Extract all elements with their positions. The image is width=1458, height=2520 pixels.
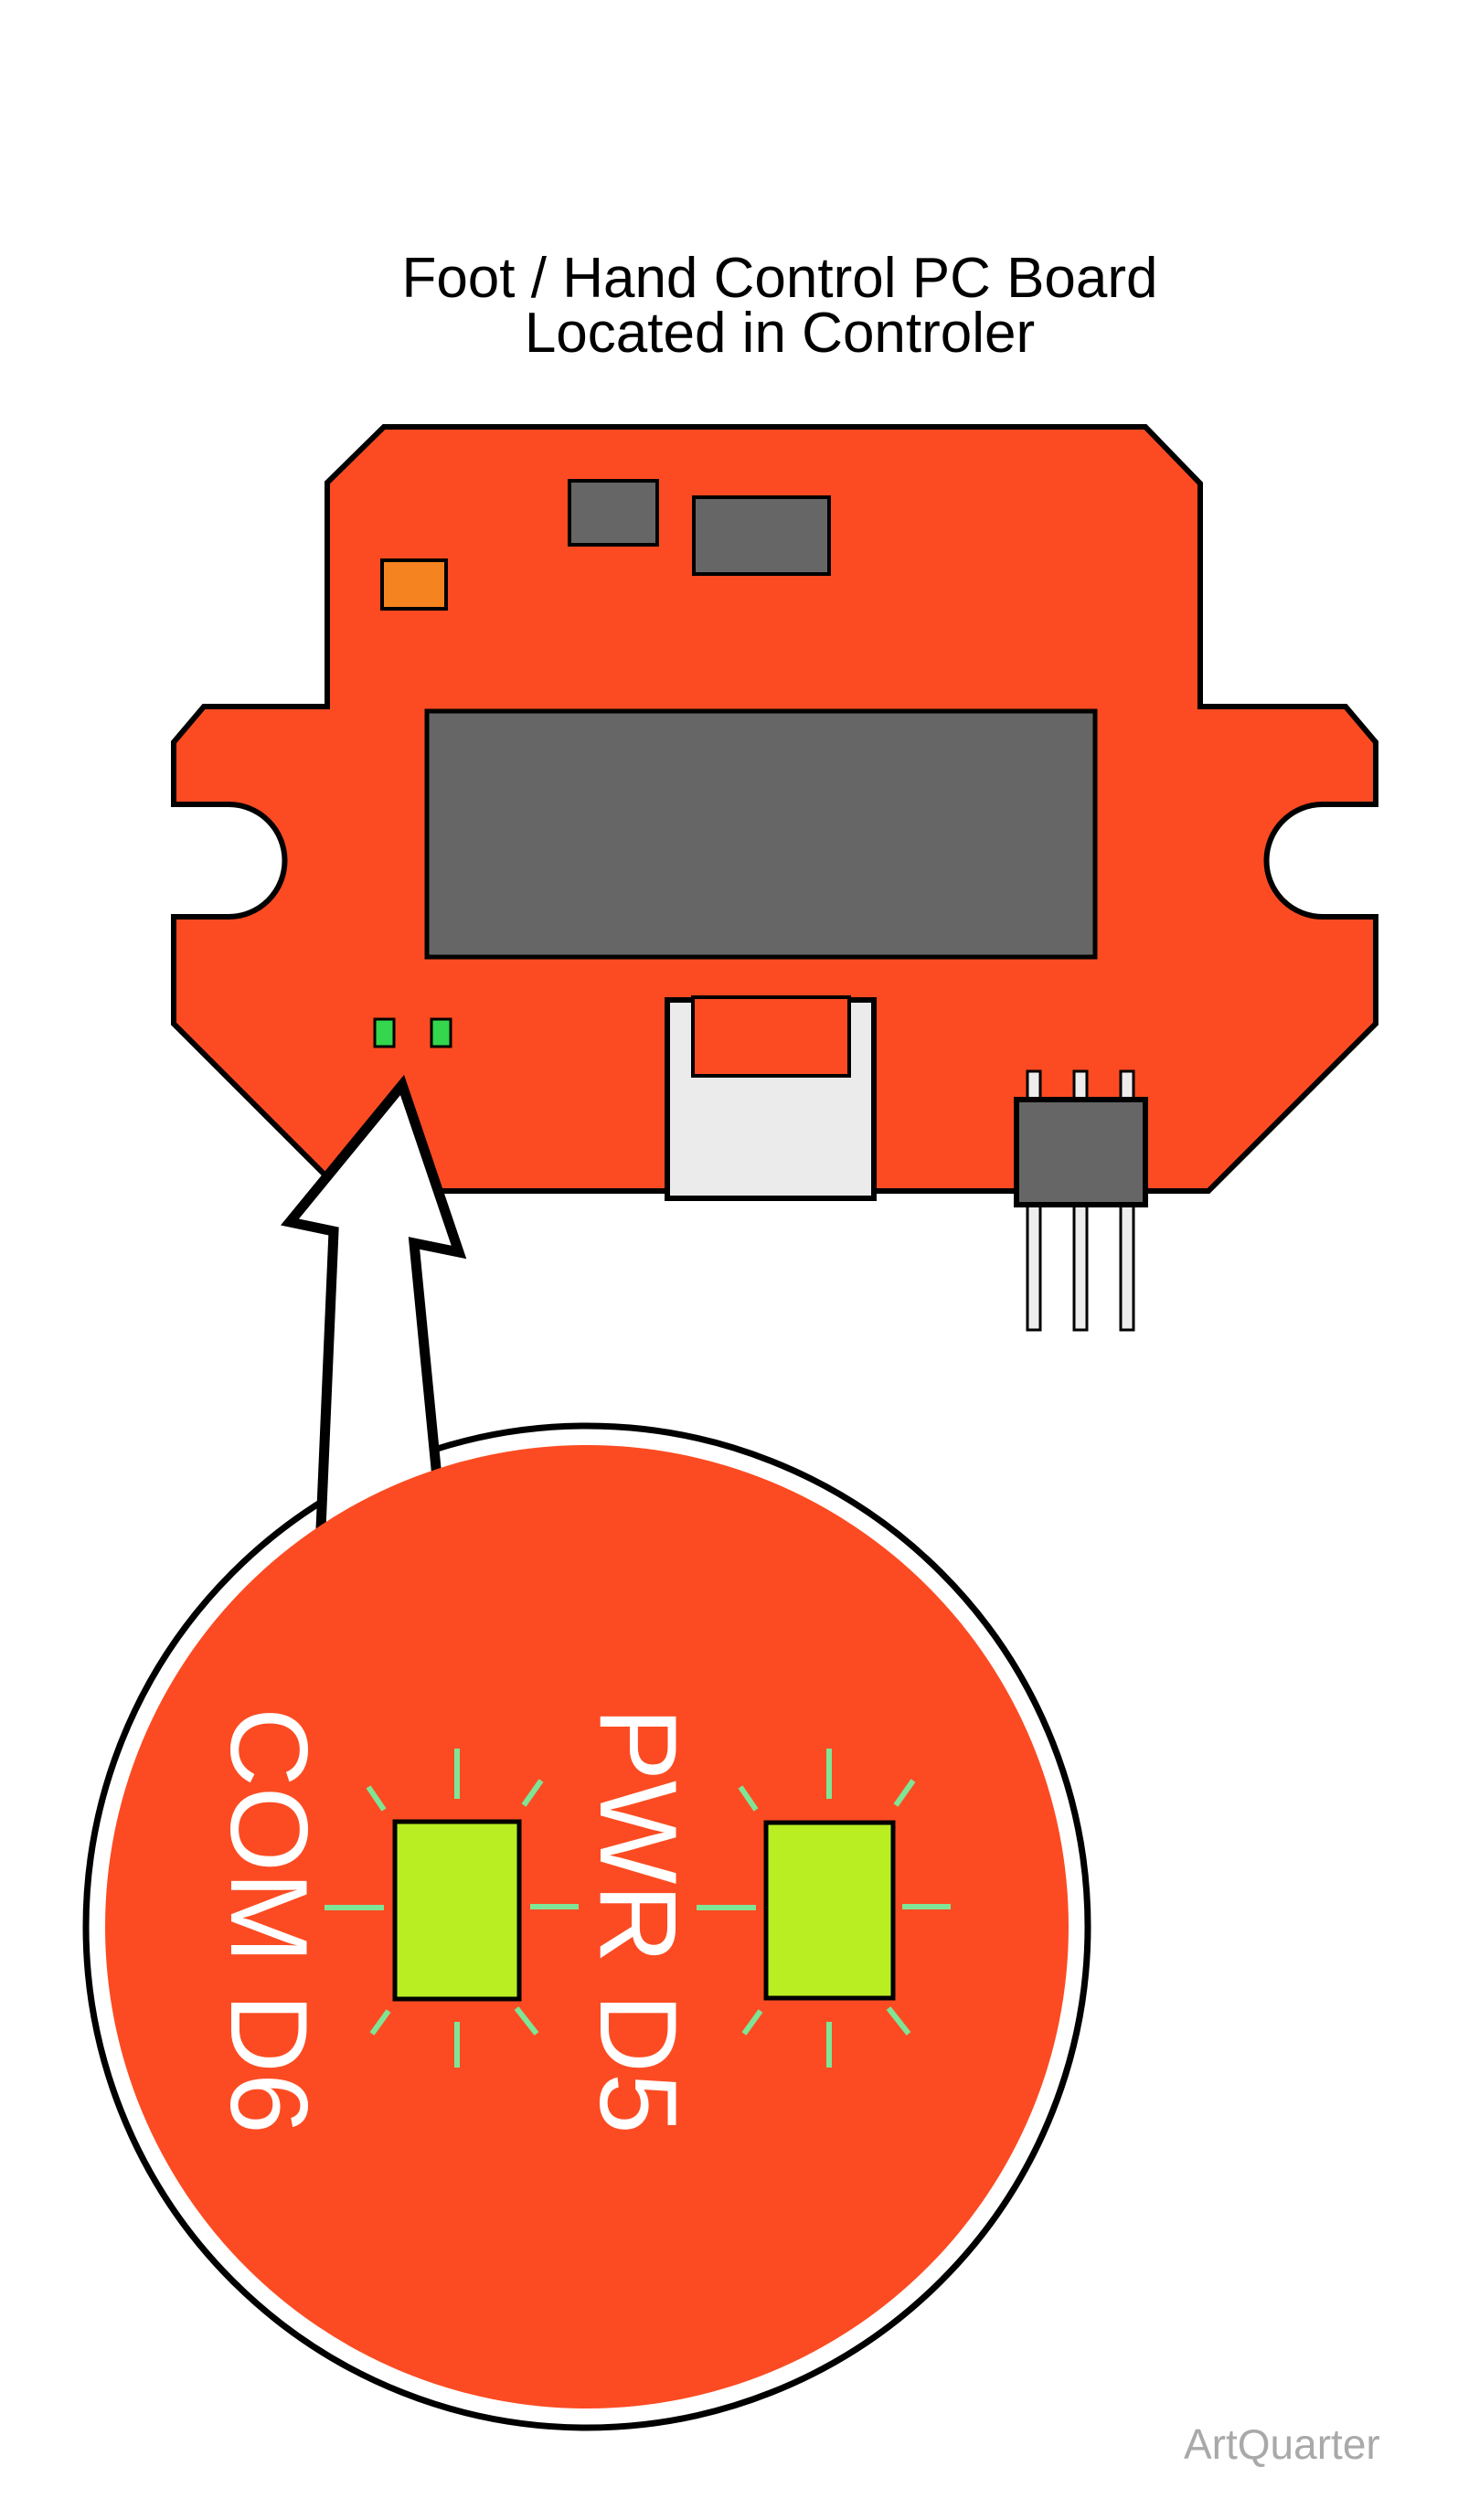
transistor-body [1014, 1097, 1148, 1207]
connector-housing-inset [691, 995, 851, 1078]
board-led-pwr [430, 1017, 452, 1048]
page-title-line2: Located in Controler [525, 302, 1035, 365]
chip-medium-top [692, 495, 831, 576]
large-ic-chip [424, 708, 1098, 960]
led-com-glow-rays [325, 1749, 579, 2068]
magnified-led-pwr [763, 1820, 896, 2001]
board-led-com [373, 1017, 396, 1048]
transistor-leg-bottom-1 [1026, 1203, 1042, 1332]
transistor-leg-bottom-3 [1119, 1203, 1135, 1332]
watermark-text: ArtQuarter [1184, 2420, 1380, 2468]
transistor [1014, 1069, 1148, 1332]
chip-small-top [568, 479, 659, 547]
page-title-line1: Foot / Hand Control PC Board [401, 247, 1157, 310]
magnifier-lens [105, 1445, 1069, 2408]
transistor-leg-bottom-2 [1072, 1203, 1089, 1332]
label-com-d6: COM D6 [208, 1707, 330, 2134]
orange-component [380, 558, 448, 611]
magnified-led-com [392, 1819, 522, 2002]
led-pwr-glow-rays [697, 1749, 951, 2068]
label-pwr-d5: PWR D5 [577, 1707, 699, 2134]
